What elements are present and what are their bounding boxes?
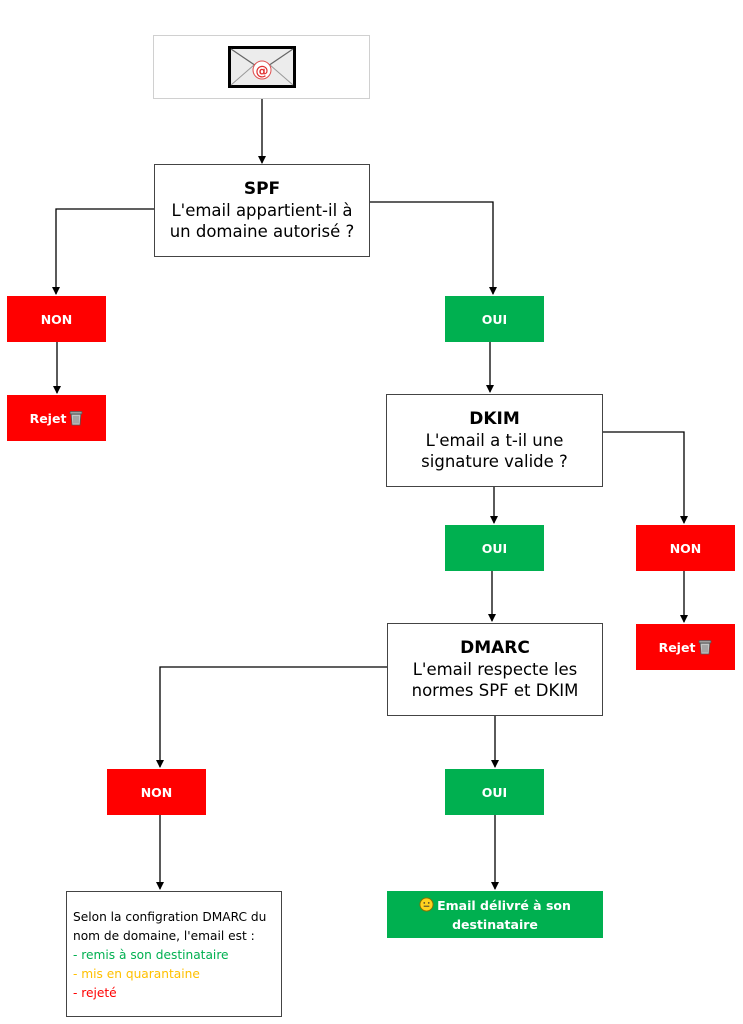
- spf-check-box: SPF L'email appartient-il à un domaine a…: [154, 164, 370, 257]
- spf-yes-box: OUI: [445, 296, 544, 342]
- dkim-yes-label: OUI: [481, 540, 508, 556]
- envelope-at-icon: @: [227, 46, 296, 88]
- email-delivered-box: Email délivré à son destinataire: [387, 891, 603, 938]
- dkim-check-box: DKIM L'email a t-il une signature valide…: [386, 394, 603, 487]
- spf-title: SPF: [243, 179, 281, 199]
- dmarc-title: DMARC: [460, 638, 530, 658]
- dkim-title: DKIM: [469, 409, 520, 429]
- spf-no-box: NON: [7, 296, 106, 342]
- dmarc-option-quarantine: - mis en quarantaine: [73, 967, 200, 981]
- spf-yes-label: OUI: [481, 311, 508, 327]
- spf-reject-label: Rejet: [29, 410, 67, 426]
- trash-can-icon: [699, 640, 712, 655]
- dkim-reject-label: Rejet: [658, 639, 696, 655]
- spf-reject-box: Rejet: [7, 395, 106, 441]
- arrow-dkim-to-no: [603, 431, 688, 524]
- spf-no-label: NON: [40, 311, 73, 327]
- dmarc-note-intro: Selon la configration DMARC du nom de do…: [73, 910, 267, 943]
- dmarc-yes-label: OUI: [481, 784, 508, 800]
- dmarc-check-box: DMARC L'email respecte les normes SPF et…: [387, 623, 603, 716]
- email-start-node: @: [153, 35, 370, 99]
- dmarc-policy-note: Selon la configration DMARC du nom de do…: [66, 891, 282, 1017]
- trash-can-icon: [70, 411, 83, 426]
- dmarc-question: L'email respecte les normes SPF et DKIM: [411, 660, 579, 700]
- dkim-yes-box: OUI: [445, 525, 544, 571]
- arrow-spf-to-yes: [370, 201, 497, 295]
- arrow-dmarc-to-no: [156, 666, 387, 768]
- dmarc-no-label: NON: [140, 784, 173, 800]
- dkim-question: L'email a t-il une signature valide ?: [421, 431, 568, 471]
- delivered-label: Email délivré à son destinataire: [437, 897, 571, 932]
- dmarc-no-box: NON: [107, 769, 206, 815]
- smiley-icon: [419, 896, 434, 912]
- dkim-no-label: NON: [669, 540, 702, 556]
- svg-text:@: @: [255, 64, 268, 79]
- dmarc-yes-box: OUI: [445, 769, 544, 815]
- dmarc-option-delivered: - remis à son destinataire: [73, 948, 229, 962]
- dkim-reject-box: Rejet: [636, 624, 735, 670]
- spf-question: L'email appartient-il à un domaine autor…: [169, 201, 355, 241]
- dkim-no-box: NON: [636, 525, 735, 571]
- dmarc-option-rejected: - rejeté: [73, 986, 117, 1000]
- arrow-spf-to-no: [52, 208, 154, 295]
